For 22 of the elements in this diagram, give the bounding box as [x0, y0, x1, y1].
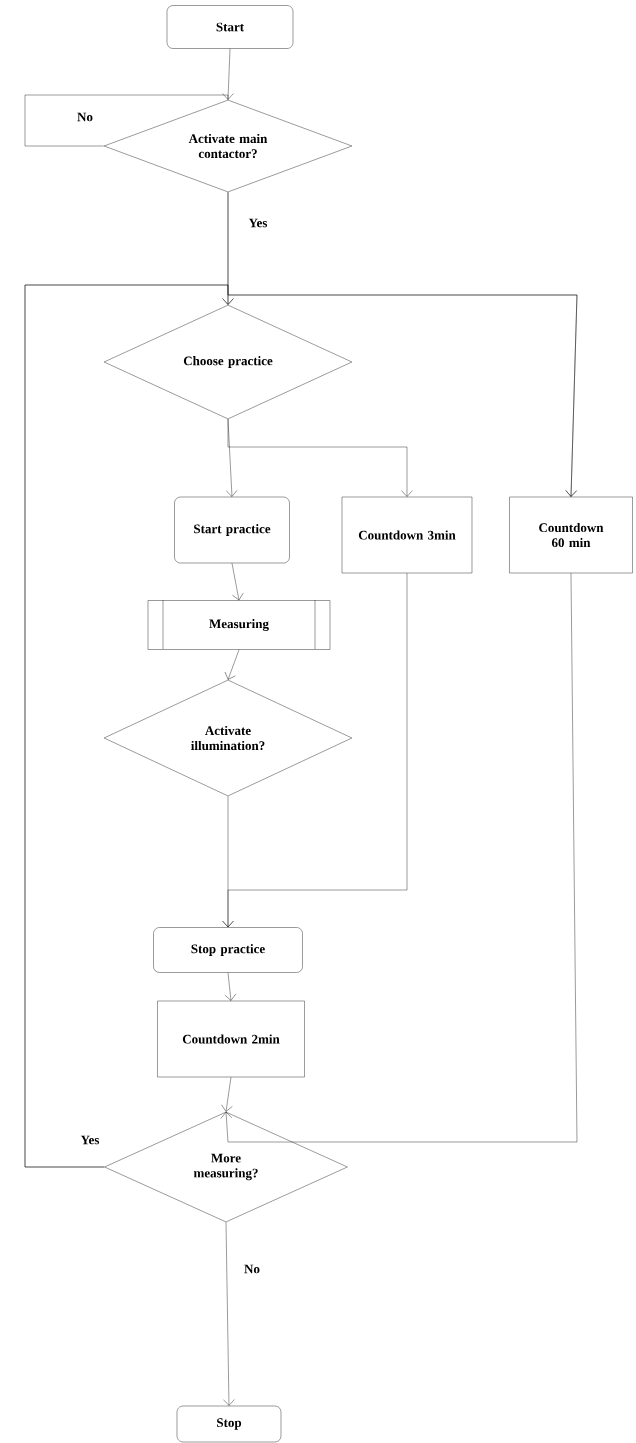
terminal-box: Stop practice	[153, 927, 303, 973]
process-box: Countdown 3min	[341, 496, 473, 574]
arrow	[224, 649, 240, 680]
arrow	[24, 284, 578, 1168]
arrow	[224, 972, 236, 1001]
edge-label: Yes	[79, 1134, 101, 1146]
subprocess-box: Measuring	[147, 599, 331, 650]
arrow	[24, 93, 234, 147]
arrow	[222, 573, 408, 928]
arrow	[231, 563, 244, 601]
process-box: Countdown 2min	[157, 1000, 305, 1078]
terminal-box: Start practice	[174, 496, 290, 564]
terminal-box: Stop	[176, 1405, 282, 1443]
edge-label: No	[76, 111, 94, 123]
edge-label: Yes	[247, 217, 269, 229]
arrow	[221, 1077, 233, 1112]
terminal-box: Start	[166, 5, 294, 49]
edge-label: No	[243, 1263, 261, 1275]
arrow	[220, 573, 578, 1143]
arrow	[223, 1222, 235, 1406]
process-box: Countdown 60 min	[509, 496, 633, 574]
arrow	[227, 419, 413, 497]
